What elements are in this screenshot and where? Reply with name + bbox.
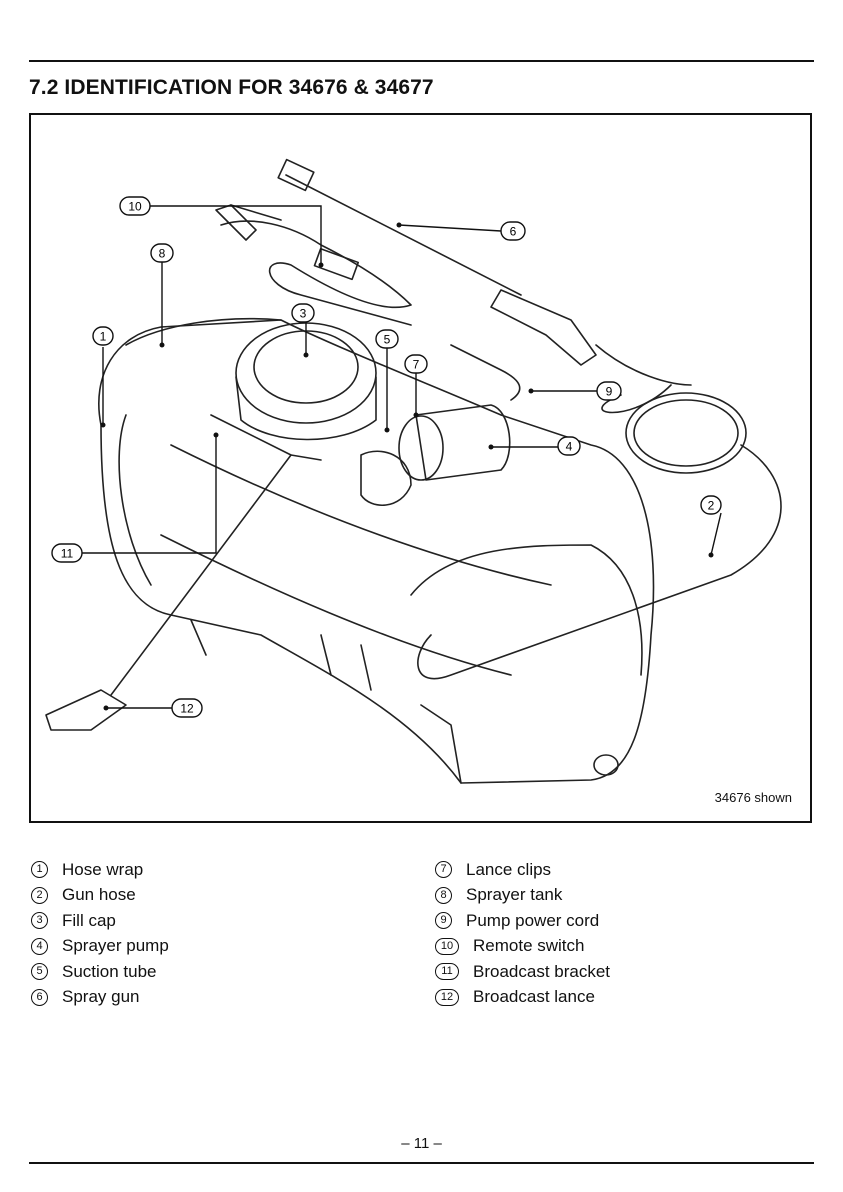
legend-item: 6 Spray gun xyxy=(31,985,169,1011)
callout-8-label: 8 xyxy=(159,247,166,261)
legend-label: Remote switch xyxy=(473,936,584,956)
legend-label: Suction tube xyxy=(62,962,157,982)
callout-3-label: 3 xyxy=(300,307,307,321)
legend-label: Sprayer pump xyxy=(62,936,169,956)
legend-number: 12 xyxy=(435,989,459,1006)
legend-item: 4 Sprayer pump xyxy=(31,934,169,960)
legend-number: 7 xyxy=(435,861,452,878)
callout-6: 6 xyxy=(501,222,525,240)
callout-9: 9 xyxy=(597,382,621,400)
legend-number: 5 xyxy=(31,963,48,980)
page-number: – 11 – xyxy=(0,1135,843,1152)
legend-number: 4 xyxy=(31,938,48,955)
callout-10-label: 10 xyxy=(128,200,142,214)
bottom-rule xyxy=(29,1162,814,1164)
callout-2-label: 2 xyxy=(708,499,715,513)
legend-label: Sprayer tank xyxy=(466,885,562,905)
legend-item: 9 Pump power cord xyxy=(435,908,610,934)
sprayer-drawing: 1 2 3 4 5 6 7 8 xyxy=(31,115,810,821)
figure-caption: 34676 shown xyxy=(715,790,792,805)
legend-item: 3 Fill cap xyxy=(31,908,169,934)
legend-number: 9 xyxy=(435,912,452,929)
legend-column-left: 1 Hose wrap 2 Gun hose 3 Fill cap 4 Sprayer … xyxy=(31,857,169,1010)
broadcast-lance xyxy=(111,455,291,695)
legend-item: 2 Gun hose xyxy=(31,883,169,909)
callout-7: 7 xyxy=(405,355,427,373)
legend-item: 1 Hose wrap xyxy=(31,857,169,883)
callout-3: 3 xyxy=(292,304,314,322)
callout-5: 5 xyxy=(376,330,398,348)
legend-label: Gun hose xyxy=(62,885,136,905)
pump-body xyxy=(416,405,510,480)
legend-number: 10 xyxy=(435,938,459,955)
callout-4: 4 xyxy=(558,437,580,455)
callout-2: 2 xyxy=(701,496,721,514)
callout-1-label: 1 xyxy=(100,330,107,344)
legend-number: 2 xyxy=(31,887,48,904)
legend-item: 11 Broadcast bracket xyxy=(435,959,610,985)
callout-7-label: 7 xyxy=(413,358,420,372)
callout-6-label: 6 xyxy=(510,225,517,239)
legend-number: 6 xyxy=(31,989,48,1006)
section-heading: 7.2 IDENTIFICATION FOR 34676 & 34677 xyxy=(29,76,434,100)
legend-label: Broadcast lance xyxy=(473,987,595,1007)
legend-number: 1 xyxy=(31,861,48,878)
legend-item: 8 Sprayer tank xyxy=(435,883,610,909)
legend-number: 11 xyxy=(435,963,459,980)
sprayer-illustration: 1 2 3 4 5 6 7 8 xyxy=(29,113,812,823)
callout-8: 8 xyxy=(151,244,173,262)
legend-label: Broadcast bracket xyxy=(473,962,610,982)
legend-item: 7 Lance clips xyxy=(435,857,610,883)
callout-5-label: 5 xyxy=(384,333,391,347)
legend-item: 10 Remote switch xyxy=(435,934,610,960)
legend-label: Hose wrap xyxy=(62,860,143,880)
legend-number: 3 xyxy=(31,912,48,929)
callout-10: 10 xyxy=(120,197,150,215)
callout-12-label: 12 xyxy=(180,702,194,716)
legend-column-right: 7 Lance clips 8 Sprayer tank 9 Pump power c… xyxy=(435,857,610,1010)
legend-label: Fill cap xyxy=(62,911,116,931)
top-rule xyxy=(29,60,814,62)
legend-label: Pump power cord xyxy=(466,911,599,931)
legend-number: 8 xyxy=(435,887,452,904)
callout-9-label: 9 xyxy=(606,385,613,399)
callout-11: 11 xyxy=(52,544,82,562)
callout-1: 1 xyxy=(93,327,113,345)
callout-11-label: 11 xyxy=(61,547,74,561)
legend-item: 5 Suction tube xyxy=(31,959,169,985)
legend-label: Lance clips xyxy=(466,860,551,880)
legend-label: Spray gun xyxy=(62,987,140,1007)
callout-4-label: 4 xyxy=(566,440,573,454)
legend-item: 12 Broadcast lance xyxy=(435,985,610,1011)
callout-12: 12 xyxy=(172,699,202,717)
